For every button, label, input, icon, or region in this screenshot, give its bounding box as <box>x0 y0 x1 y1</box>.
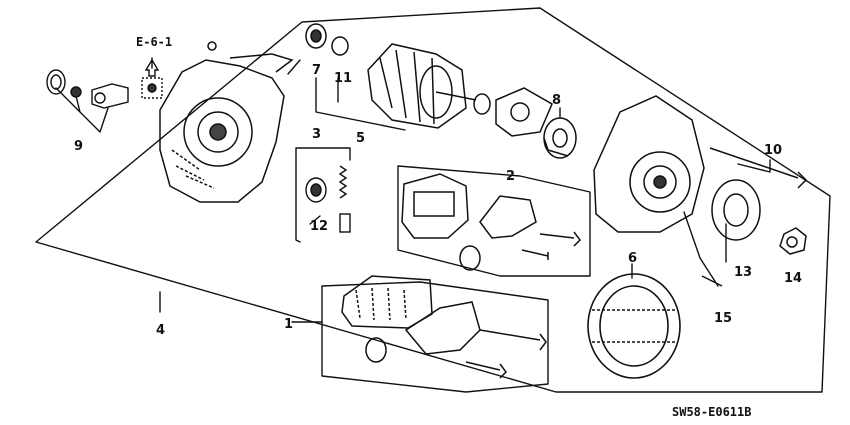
rear-housing <box>159 41 294 203</box>
rectifier-assembly <box>341 275 547 379</box>
callout-12: 12 <box>310 219 328 234</box>
callout-9: 9 <box>74 139 83 154</box>
bearing-and-plate <box>473 87 577 159</box>
stator <box>587 273 681 379</box>
callouts: 1 2 3 4 5 6 7 8 9 10 11 12 13 14 15 <box>74 63 802 338</box>
callout-11: 11 <box>334 71 352 86</box>
bracket-3 <box>295 147 351 243</box>
reference-arrow <box>141 58 163 99</box>
brush-parts <box>305 165 351 233</box>
regulator-assembly <box>401 173 581 271</box>
callout-3: 3 <box>312 127 321 142</box>
drawing-code: SW58-E0611B <box>672 405 751 419</box>
callout-8: 8 <box>552 93 561 108</box>
leader-lines <box>55 57 771 323</box>
callout-15: 15 <box>714 311 732 326</box>
front-housing <box>593 95 808 287</box>
terminal-parts <box>46 69 129 109</box>
callout-2: 2 <box>506 169 515 184</box>
reference-code: E-6-1 <box>136 35 172 49</box>
assembly-boundary <box>35 7 831 393</box>
bracket-1 <box>321 281 549 393</box>
callout-5: 5 <box>356 131 365 146</box>
callout-6: 6 <box>628 251 637 266</box>
callout-14: 14 <box>784 271 802 286</box>
callout-10: 10 <box>764 143 782 158</box>
rotor <box>305 23 477 129</box>
bracket-2 <box>397 165 591 277</box>
callout-1: 1 <box>284 317 293 332</box>
callout-7: 7 <box>312 63 321 78</box>
callout-13: 13 <box>734 265 752 280</box>
callout-4: 4 <box>156 323 165 338</box>
